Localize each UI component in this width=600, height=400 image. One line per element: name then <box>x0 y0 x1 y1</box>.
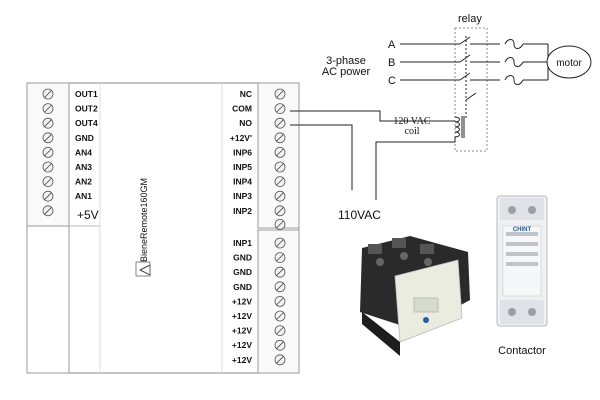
right-lower-terminal-label: GND <box>233 282 252 292</box>
right-upper-terminal-label: NO <box>239 118 252 128</box>
right-lower-terminal-screw-slot <box>276 312 284 320</box>
right-upper-terminal-screw-slot <box>276 163 284 171</box>
left-terminal-screw-slot <box>44 177 52 186</box>
right-upper-terminal-screw-slot <box>276 104 284 113</box>
motor-label: motor <box>556 58 582 69</box>
left-terminal-label: AN2 <box>75 177 92 187</box>
right-lower-terminal-label: INP1 <box>233 238 252 248</box>
right-upper-terminal-label: INP3 <box>233 191 252 201</box>
right-lower-terminal-screw-slot <box>276 283 284 291</box>
right-upper-terminal-label: +12V' <box>230 133 252 143</box>
brand-logo-icon <box>423 317 429 323</box>
right-upper-terminal-screw-slot <box>276 148 284 157</box>
phase-c-label: C <box>388 75 396 87</box>
right-upper-terminal-label: INP6 <box>233 147 252 157</box>
left-terminal-label: AN3 <box>75 162 92 172</box>
left-terminal-label: GND <box>75 133 94 143</box>
relay-box <box>454 27 488 152</box>
left-terminal-label: AN4 <box>75 147 92 157</box>
left-terminal-screw-slot <box>44 163 52 171</box>
right-lower-terminal-label: GND <box>233 253 252 263</box>
right-lower-terminal-label: GND <box>233 267 252 277</box>
relay-label: relay <box>458 13 482 25</box>
left-terminal-label: OUT1 <box>75 89 98 99</box>
board-outline <box>26 82 300 374</box>
power-label-line1: 3-phase <box>326 55 366 67</box>
right-upper-terminal-screw-slot <box>276 119 284 127</box>
wire-com <box>290 110 455 122</box>
contactor-caption: Contactor <box>498 345 546 357</box>
right-lower-terminal-screw-slot <box>276 253 284 262</box>
left-terminal-label: OUT2 <box>75 104 98 114</box>
right-lower-terminal-label: +12V <box>232 326 252 336</box>
right-upper-terminal-screw-slot <box>276 207 284 215</box>
phase-a-label: A <box>388 39 396 51</box>
supply-voltage-label: 110VAC <box>338 208 381 222</box>
power-label-line2: AC power <box>322 66 371 78</box>
left-terminal-screw-slot <box>44 104 52 113</box>
right-upper-terminal-screw-slot <box>276 134 284 142</box>
left-terminal-screw-slot <box>44 148 52 157</box>
contactor-photo-modular <box>496 195 548 327</box>
right-lower-terminal-label: +12V <box>232 296 252 306</box>
right-upper-terminal-label: INP2 <box>233 206 252 216</box>
phase-b-label: B <box>388 57 395 69</box>
right-lower-terminal-label: +12V <box>232 340 252 350</box>
right-lower-terminal-screw-slot <box>276 268 284 276</box>
wire-supply <box>375 137 456 200</box>
left-terminal-screw-slot <box>44 134 52 142</box>
right-lower-terminal-label: +12V <box>232 311 252 321</box>
right-lower-terminal-screw-slot <box>276 297 284 306</box>
left-terminal-label: AN1 <box>75 191 92 201</box>
left-terminal-screw-slot <box>44 119 52 127</box>
right-upper-terminal-label: INP4 <box>233 177 252 187</box>
right-upper-terminal-screw-slot <box>276 90 284 98</box>
right-upper-terminal-label: NC <box>240 89 252 99</box>
left-terminal-label: OUT4 <box>75 118 98 128</box>
brand-logo-text: CHINT <box>513 227 532 233</box>
right-upper-terminal-screw-slot <box>276 220 284 229</box>
right-upper-terminal-screw-slot <box>276 192 284 200</box>
right-lower-terminal-screw-slot <box>276 341 284 349</box>
relay-schematic <box>290 27 592 200</box>
motor-symbol <box>546 45 592 79</box>
coil-label-line2: coil <box>405 126 420 137</box>
left-terminal-screw-slot <box>44 192 52 200</box>
coil-label-line1: 120 VAC <box>393 116 430 127</box>
left-lower-block <box>26 225 70 374</box>
wire-no <box>290 124 353 190</box>
left-terminal-screw-slot <box>44 207 52 215</box>
right-lower-terminal-screw-slot <box>276 239 284 247</box>
board-marker <box>135 261 151 277</box>
right-upper-terminal-screw-slot <box>276 177 284 186</box>
right-upper-terminal-label: INP5 <box>233 162 252 172</box>
board-name-label: BieneRemote160GM <box>139 178 149 262</box>
left-terminal-screw-slot <box>44 90 52 98</box>
coil-symbol <box>454 116 460 138</box>
left-voltage-label: +5V <box>77 208 99 222</box>
right-lower-terminal-label: +12V <box>232 355 252 365</box>
right-upper-terminal-label: COM <box>232 104 252 114</box>
right-lower-terminal-screw-slot <box>276 356 284 364</box>
contactor-photo-black <box>360 236 470 356</box>
right-lower-terminal-screw-slot <box>276 326 284 335</box>
